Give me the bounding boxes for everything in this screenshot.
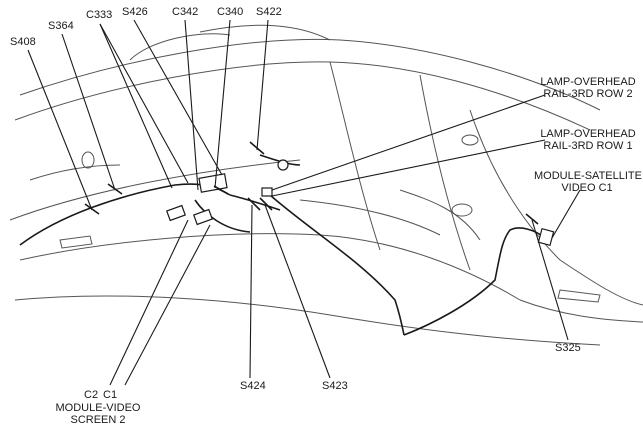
label-c342: C342 xyxy=(172,6,199,18)
label-s364: S364 xyxy=(48,20,74,32)
label-s422: S422 xyxy=(256,6,282,18)
label-c333: C333 xyxy=(86,9,113,21)
label-c340: C340 xyxy=(217,6,244,18)
label-s423: S423 xyxy=(322,380,348,392)
label-s408: S408 xyxy=(10,36,36,48)
connector-shapes xyxy=(166,159,555,247)
callout-leader-lines xyxy=(27,19,581,386)
splice-marks xyxy=(84,141,539,225)
label-s426: S426 xyxy=(122,6,148,18)
label-module-satellite-video: MODULE-SATELLITE VIDEO C1 xyxy=(534,170,642,194)
label-lamp-overhead-row2-line1: LAMP-OVERHEAD xyxy=(540,76,636,88)
label-module-video-line2: SCREEN 2 xyxy=(70,414,126,426)
label-module-satellite-line2: VIDEO C1 xyxy=(561,182,613,194)
label-c1: C1 xyxy=(103,389,118,401)
vehicle-body-outline xyxy=(9,24,643,346)
label-c2: C2 xyxy=(84,389,99,401)
label-s424: S424 xyxy=(240,380,266,392)
label-lamp-overhead-row2: LAMP-OVERHEAD RAIL-3RD ROW 2 xyxy=(538,76,638,100)
label-lamp-overhead-row1-line1: LAMP-OVERHEAD xyxy=(540,128,636,140)
label-module-video-line1: MODULE-VIDEO xyxy=(55,402,141,414)
label-module-satellite-line1: MODULE-SATELLITE xyxy=(534,170,642,182)
label-lamp-overhead-row1-line2: RAIL-3RD ROW 1 xyxy=(543,140,633,152)
label-lamp-overhead-row1: LAMP-OVERHEAD RAIL-3RD ROW 1 xyxy=(538,128,638,152)
label-s325: S325 xyxy=(555,342,581,354)
label-module-video-screen: MODULE-VIDEO SCREEN 2 xyxy=(48,402,148,426)
label-lamp-overhead-row2-line2: RAIL-3RD ROW 2 xyxy=(543,88,633,100)
